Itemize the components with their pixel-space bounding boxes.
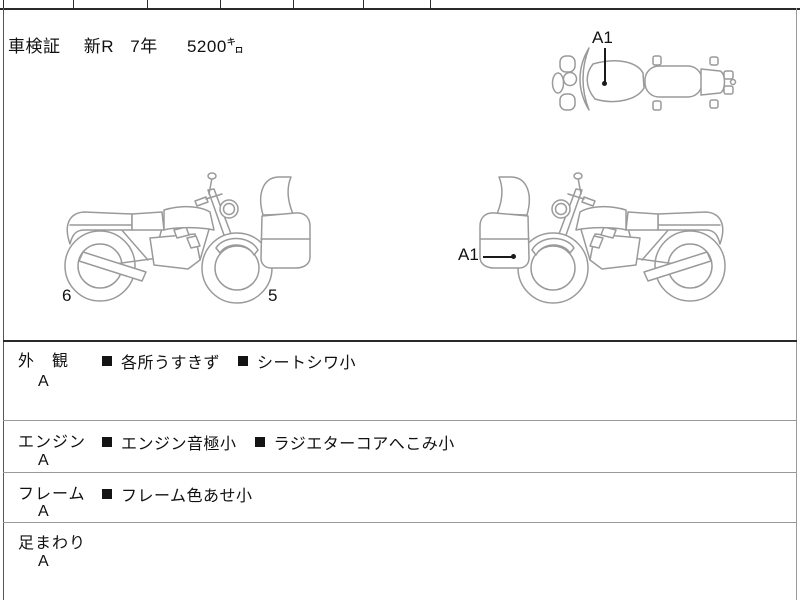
note-text: エンジン音極小 [121, 436, 237, 453]
note-item: ラジエターコアへこみ小 [254, 430, 455, 454]
row-label: 足まわり [18, 535, 87, 552]
table-divider [220, 0, 221, 8]
pointer-dot [602, 81, 607, 86]
doc-label: 車検証 [8, 37, 61, 56]
motorcycle-top-view-drawing [551, 47, 737, 111]
note-text: シートシワ小 [257, 355, 357, 372]
row-label: フレーム [18, 486, 86, 503]
motorcycle-top-view-diagram: A1 [545, 28, 745, 123]
motorcycle-right-side-diagram: A1 [450, 168, 740, 318]
row-separator [3, 472, 796, 473]
row-grade: A [38, 452, 49, 469]
note-bullet-icon [102, 489, 112, 499]
top-strip-bottom-border [0, 8, 800, 10]
registration-era: 新R [83, 37, 115, 56]
table-divider [147, 0, 148, 8]
row-notes: エンジン音極小 ラジエターコアへこみ小 [102, 430, 473, 454]
note-item: 各所うすきず [102, 349, 220, 373]
table-divider [73, 0, 74, 8]
note-bullet-icon [102, 356, 112, 366]
note-text: フレーム色あせ小 [121, 488, 253, 505]
mileage-value: 5200㌔ [186, 37, 245, 56]
row-label: エンジン [18, 434, 87, 451]
pointer-line [604, 48, 606, 83]
row-separator [3, 420, 796, 421]
table-divider [3, 0, 4, 8]
row-label: 外 観 [18, 353, 70, 370]
registration-year: 7年 [130, 37, 158, 56]
top-table-strip [0, 0, 800, 8]
table-divider [363, 0, 364, 8]
note-item: エンジン音極小 [102, 430, 237, 454]
damage-code-label-topview: A1 [592, 28, 613, 47]
damage-code-label-sideview: A1 [458, 245, 479, 264]
front-wheel-number: 5 [268, 286, 278, 305]
sheet-right-border [796, 8, 797, 600]
row-notes: 各所うすきず シートシワ小 [102, 349, 374, 373]
motorcycle-side-drawing [64, 172, 311, 304]
motorcycle-left-side-diagram: 6 5 [50, 168, 335, 318]
sheet-left-border [3, 8, 4, 600]
row-grade: A [38, 373, 49, 390]
note-text: 各所うすきず [121, 355, 221, 372]
vehicle-certificate-line: 車検証 新R 7年 5200㌔ [8, 32, 244, 57]
rear-wheel-number: 6 [62, 286, 72, 305]
table-divider [430, 0, 431, 8]
row-grade: A [38, 503, 49, 520]
note-item: フレーム色あせ小 [102, 482, 253, 506]
note-bullet-icon [254, 437, 265, 447]
table-divider [293, 0, 294, 8]
inspection-table-top-border [3, 340, 797, 342]
row-grade: A [38, 553, 49, 570]
pointer-dot [511, 254, 516, 259]
row-notes: フレーム色あせ小 [102, 482, 271, 506]
row-separator [3, 522, 796, 523]
pointer-line [483, 256, 513, 258]
note-bullet-icon [102, 437, 112, 447]
note-text: ラジエターコアへこみ小 [273, 436, 455, 453]
note-bullet-icon [238, 356, 249, 366]
motorcycle-side-drawing-mirrored [479, 172, 726, 304]
note-item: シートシワ小 [238, 349, 356, 373]
